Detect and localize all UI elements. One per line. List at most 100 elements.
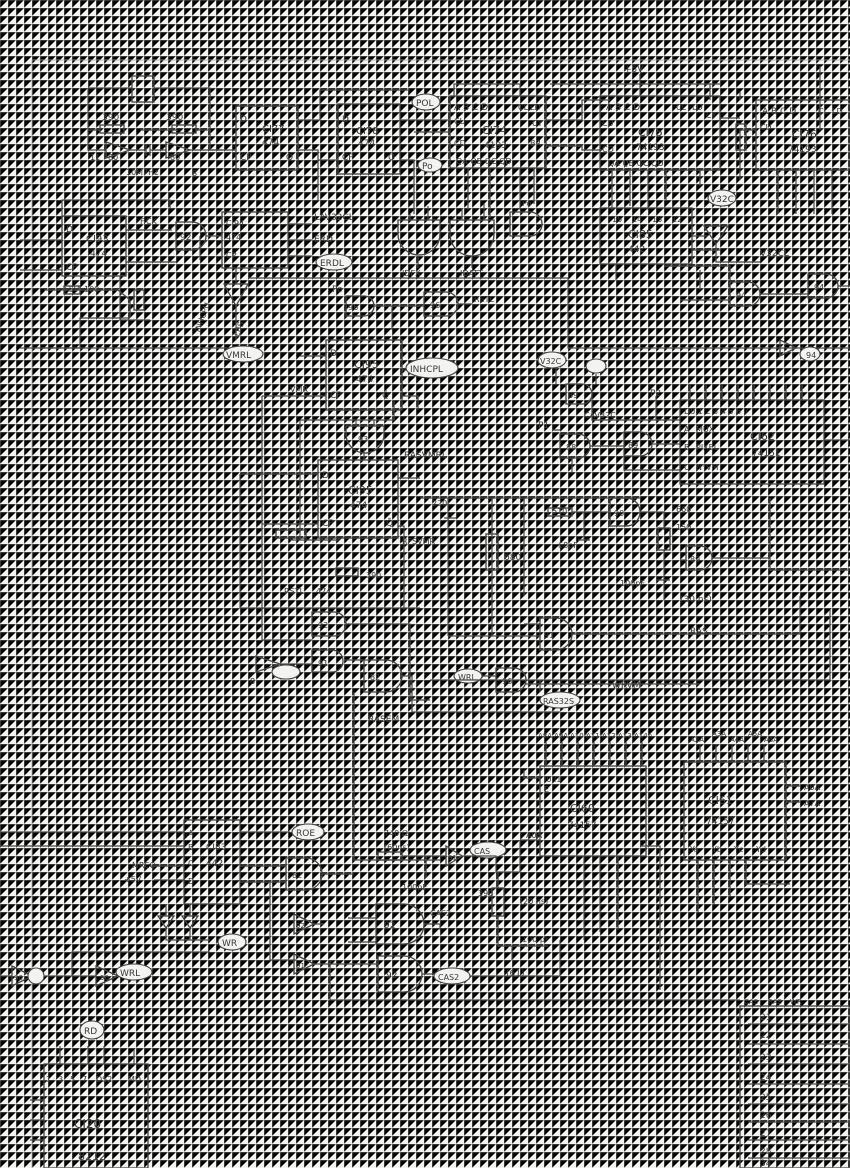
- gate-89b: [623, 431, 653, 457]
- crystal: [131, 75, 155, 103]
- supply-rail: [550, 66, 821, 130]
- ci83-type: 442: [206, 859, 223, 869]
- v32cl-label: V32CL: [760, 249, 789, 259]
- bus-pin-27: 27: [760, 1129, 771, 1139]
- cap-reset: [133, 289, 145, 311]
- ci20-name: CI20: [74, 1117, 101, 1131]
- osc-crystal-label: 10M7Hz: [126, 168, 158, 177]
- rd-bubble: [79, 1020, 105, 1040]
- osc-resistor-2: [171, 124, 197, 134]
- addr-a8a: A8A: [538, 732, 552, 740]
- ci78-pin-d: D: [342, 115, 349, 125]
- gate-88: [559, 433, 591, 459]
- pin-label-left: 8: [250, 677, 255, 686]
- roe-bubble: [291, 823, 325, 841]
- ci93-pin-d: D: [66, 225, 73, 235]
- gate-93: [345, 425, 385, 454]
- po2-label: Po: [522, 199, 532, 208]
- ras32s-bubble: [539, 691, 581, 709]
- addr-a14a: A14A: [634, 732, 653, 740]
- resistor-680: [485, 533, 499, 571]
- gate-82b: [285, 857, 323, 891]
- rasem-label: RASEM: [368, 715, 399, 725]
- gate-92b-label: 92: [318, 621, 328, 630]
- buffer-91b-label: 91: [448, 854, 457, 862]
- ci74-type: 4193: [484, 141, 507, 151]
- idfx-label: IDFX: [402, 269, 421, 278]
- r390b-label: 390: [478, 889, 493, 898]
- ci95b-name: CI95: [348, 484, 373, 497]
- rasvmrl-label: RASVMRL: [404, 451, 447, 461]
- addr-b-a5a: A5A: [748, 730, 762, 738]
- ci61-pin-yd: Yd: [755, 845, 766, 854]
- inhcpl-bubble: [405, 357, 459, 379]
- bus-line-top: [40, 277, 790, 349]
- r390a-label: 390: [366, 571, 381, 580]
- p2-label: P2: [650, 389, 661, 399]
- wr-label: WR: [222, 939, 237, 949]
- bus-pin-25: 25: [760, 1093, 771, 1103]
- gate-82a: [363, 659, 403, 693]
- connector-bus: CAS RAS WR 21 22 23 24 25 26 27 28 34: [739, 998, 850, 1168]
- oscillator-circuit: 390 390 10M7Hz 80 80 11 8: [87, 75, 222, 178]
- ci85-pin-13: 13: [652, 215, 662, 224]
- ci75-pin-cd: CD: [602, 145, 614, 154]
- bus-pin-26: 26: [760, 1111, 772, 1121]
- wrvm-label: WRVM: [612, 681, 641, 691]
- ci95a-pin-cp: CP: [330, 391, 342, 401]
- mid-net: [420, 497, 640, 636]
- osc-r2-label: 390: [166, 113, 183, 123]
- ci75-pins-q: QA QB QC QD: [608, 159, 664, 168]
- ci20-pin-ds2: DS2: [96, 1075, 112, 1084]
- ci62-pins-d: D0 1 2 3 4 5 6 7: [684, 407, 749, 416]
- ci60-name: CI60: [570, 802, 595, 815]
- ci76-pin-cl: CL: [818, 107, 829, 116]
- wr-bubble: [217, 933, 247, 951]
- cas-label: CAS: [474, 847, 490, 856]
- idatt-label: IDATT: [460, 269, 483, 278]
- ci95b-type: 474: [350, 501, 367, 511]
- ci20-pin-1: 1: [46, 1075, 51, 1084]
- ci78-name: CI78: [356, 126, 379, 137]
- ci62-note-pixel: PIXEL: [696, 443, 719, 452]
- ci95b-pin-d: D: [322, 471, 329, 481]
- ci85-type: 442: [628, 245, 645, 255]
- ci74-pin-cd: CD: [454, 139, 466, 148]
- ci62-note-nvm: N°VM: [696, 463, 718, 472]
- ci75-pins-abcd: A B C D: [606, 103, 640, 113]
- ci60-pins-i: I0 I1: [544, 775, 561, 784]
- cav32c-label: CAV32C: [584, 411, 616, 420]
- chip-ci94: CI94 474 CP: [199, 211, 312, 269]
- gate-92c-label: 91: [544, 631, 554, 640]
- ci78-type: 474: [358, 139, 375, 149]
- wrl-label: WRL: [120, 969, 140, 979]
- ci95a-type: 474: [356, 375, 373, 385]
- ci75-pin-ld: LD: [692, 103, 703, 112]
- ras32s-label: RAS32S: [543, 697, 574, 706]
- ci61-pin-yb: Yb: [711, 845, 722, 854]
- chip-ci78: D CP CI78 474 Q̄: [318, 103, 450, 214]
- r150-label: 150: [676, 523, 691, 532]
- vmr-label: VMR: [290, 385, 308, 394]
- ci74-pins-abcd: A B C D: [454, 103, 488, 113]
- ci62-type: 74151: [752, 449, 781, 459]
- osc-r1-label: 390: [102, 113, 119, 123]
- ci75-pin-cy: CY: [706, 111, 716, 120]
- rstl2-label: RSTL: [284, 587, 305, 596]
- ci74-pin-cl: CL: [518, 103, 529, 112]
- ci20-pin-3: 3: [58, 1075, 63, 1084]
- addr-b-a4a: A4A: [730, 736, 744, 744]
- ci83-pin-c: C: [188, 859, 194, 868]
- chip-ci95-lower: D CP CI95 474 Q̄: [240, 459, 420, 610]
- addr-a12a: A12A: [602, 732, 621, 740]
- r740-label: 740 Ω: [384, 829, 408, 838]
- ci77-name: CI77: [262, 124, 285, 135]
- gate-92d-label: 92: [384, 921, 395, 931]
- ci62-note-mux: MUX: [696, 425, 715, 434]
- ci62-name: CI62: [750, 430, 775, 443]
- cap-ci95: [275, 529, 307, 539]
- chip-ci62: D0 1 2 3 4 5 6 7 A B C MUX PIXEL N°VM CI…: [679, 384, 850, 485]
- ci78-pin-cp: CP: [342, 153, 354, 163]
- osc-pin1-label: 11: [90, 153, 100, 162]
- gate-94a: [729, 281, 761, 307]
